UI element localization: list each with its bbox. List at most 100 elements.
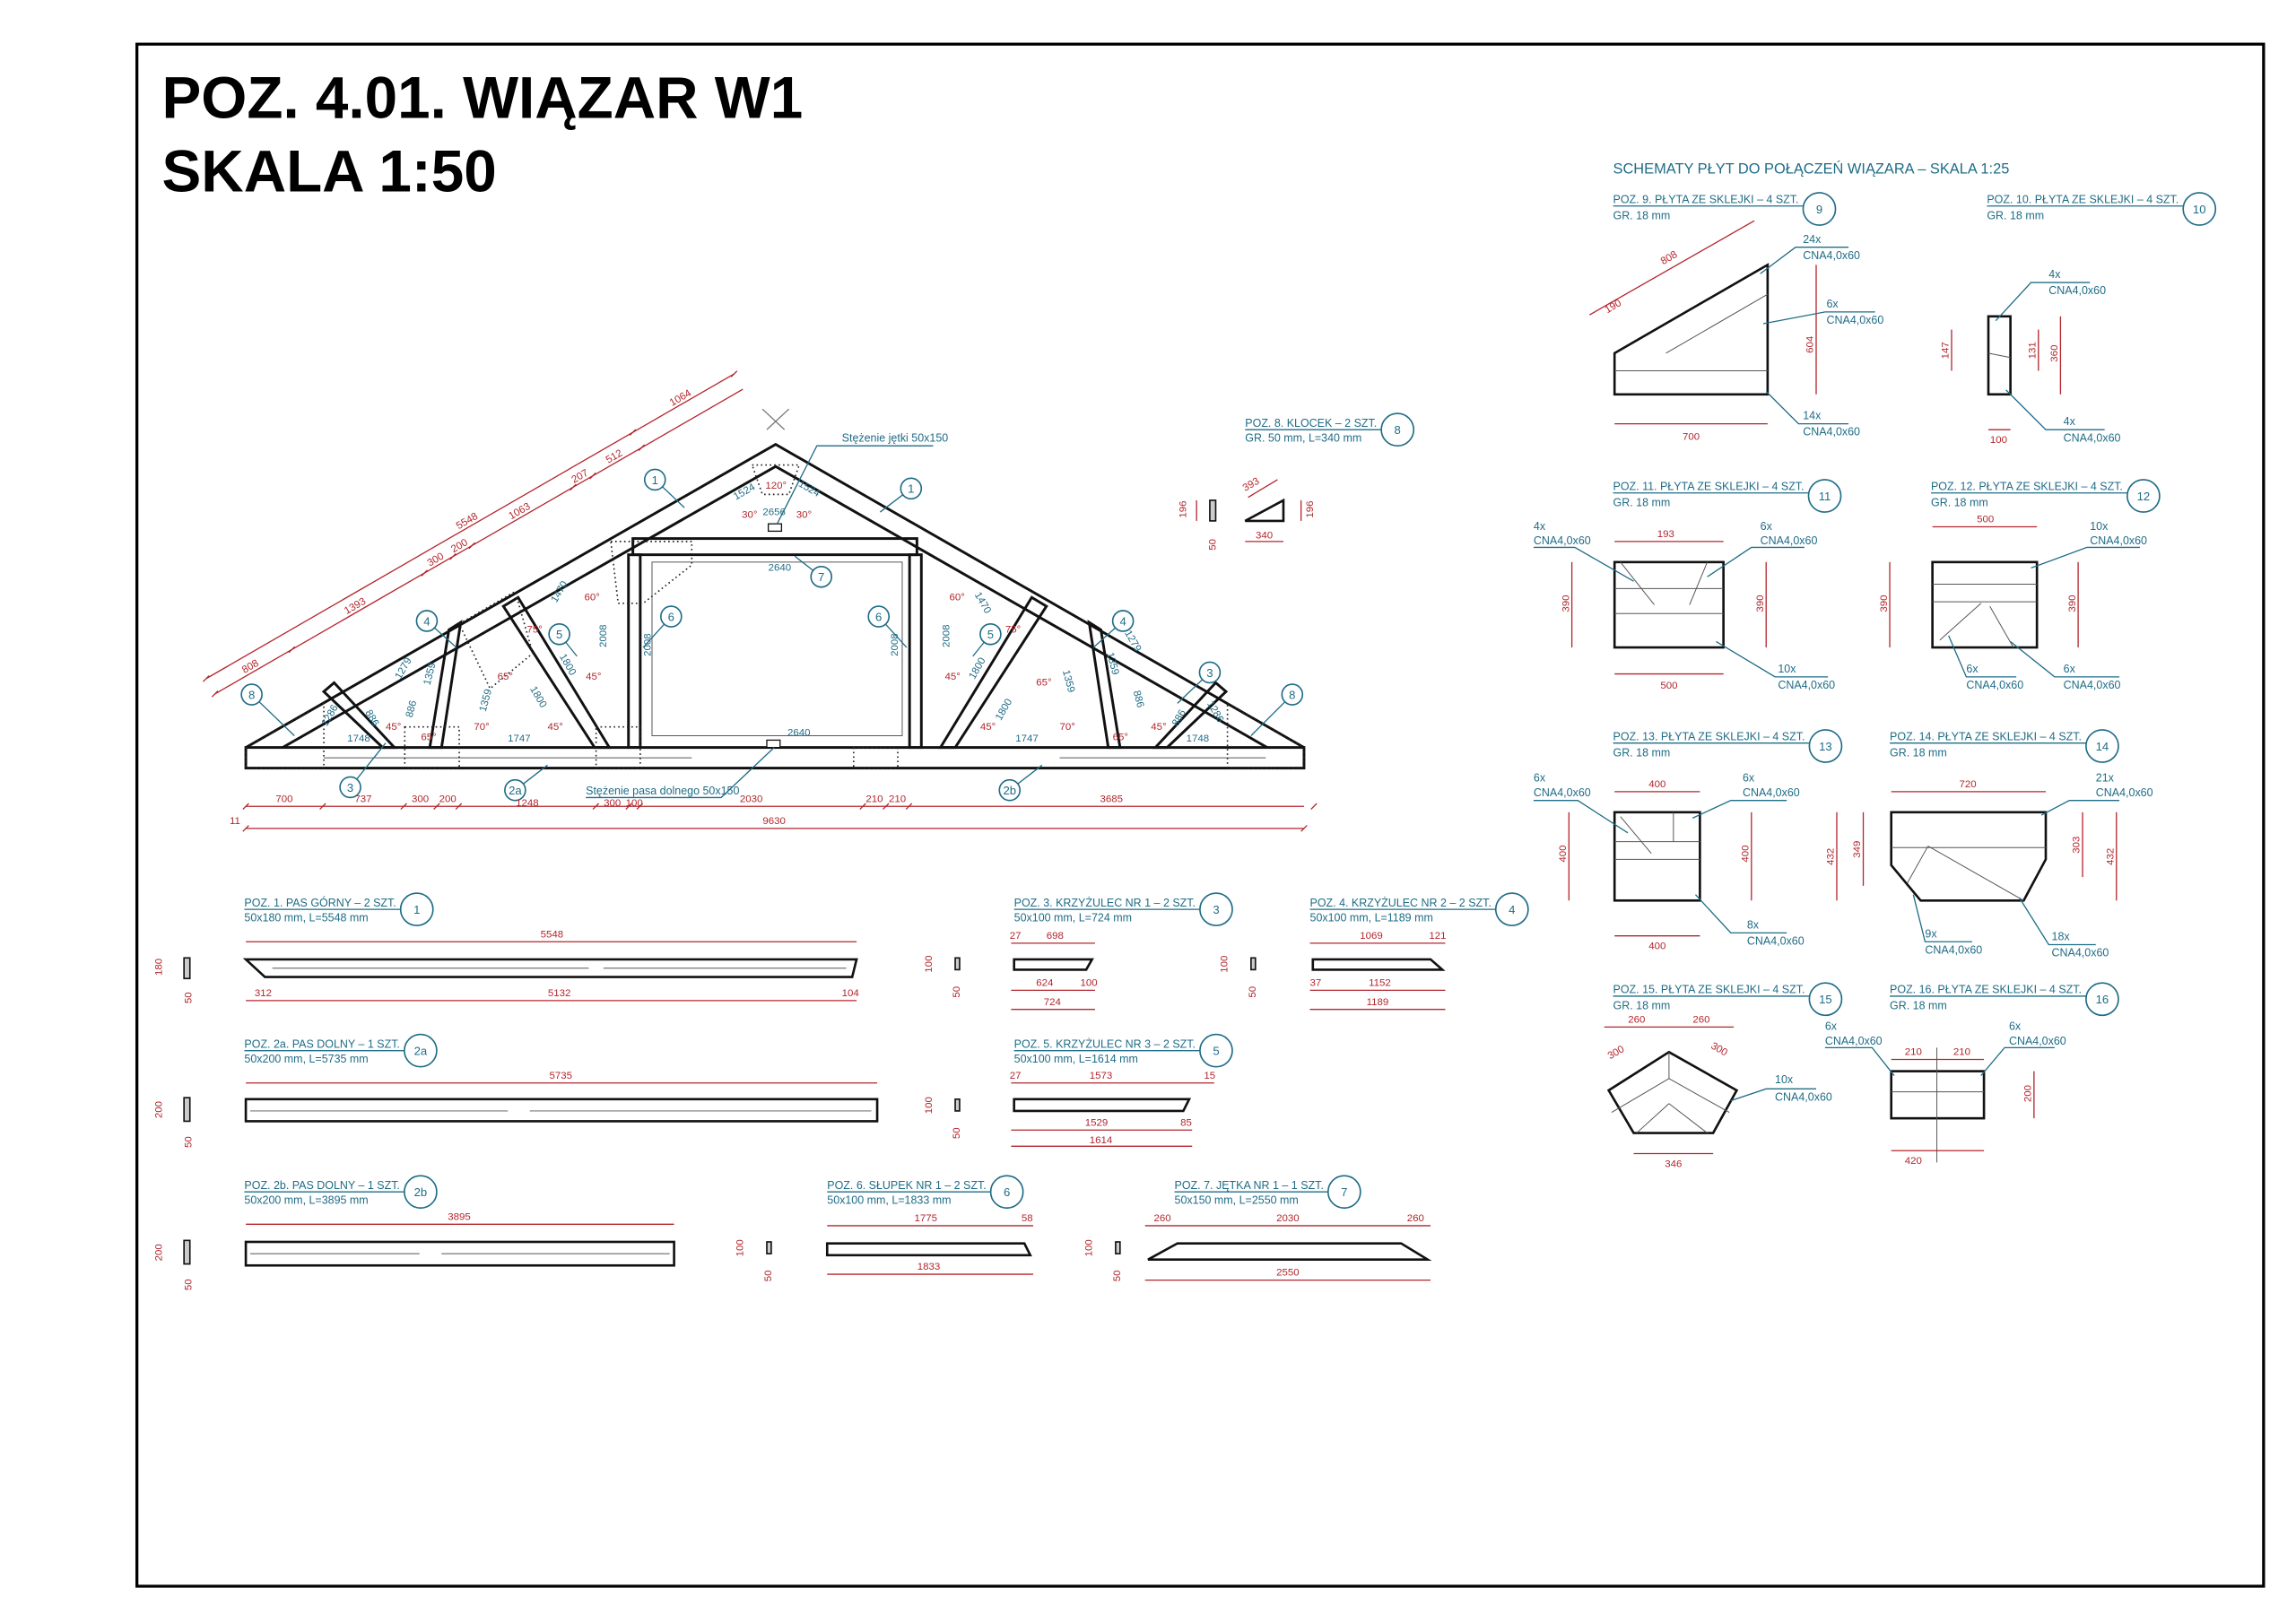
top-chord-dimension-label: 1393 <box>343 596 368 617</box>
plate-title: POZ. 9. PŁYTA ZE SKLEJKI – 4 SZT. <box>1613 193 1799 205</box>
inner-dim-right: 45° <box>945 672 961 682</box>
dimension-tick <box>288 646 296 654</box>
collar-top-length: 2656 <box>762 507 786 517</box>
plate-number: 16 <box>2096 993 2109 1006</box>
plate-header: POZ. 11. PŁYTA ZE SKLEJKI – 4 SZT.GR. 18… <box>1613 479 1842 513</box>
bracing-bottom-leader <box>586 747 775 799</box>
dim: 210 <box>1905 1047 1922 1058</box>
attic-room-outline <box>651 561 903 736</box>
dim: 720 <box>1959 779 1976 790</box>
sheet-border <box>135 42 2266 1588</box>
position-marker-label: 3 <box>347 781 353 794</box>
part-spec: 50x200 mm, L=5735 mm <box>244 1053 368 1065</box>
dim: 700 <box>1683 432 1700 443</box>
inner-dim-right: 2008 <box>941 625 952 648</box>
part-6-post: POZ. 6. SŁUPEK NR 1 – 2 SZT. 50x100 mm, … <box>735 1175 1034 1282</box>
nail-type: CNA4,0x60 <box>1761 534 1818 547</box>
inner-dim-left: 1279 <box>394 656 414 681</box>
dim: 1069 <box>1360 931 1383 942</box>
dimension-tick <box>468 542 475 550</box>
plate-number-circle <box>2085 729 2119 763</box>
bottom-dimension-label: 100 <box>626 798 643 809</box>
inner-dim-left: 1359 <box>478 688 494 713</box>
dim: 260 <box>1628 1014 1645 1025</box>
position-marker-circle <box>979 622 1002 646</box>
position-marker-circle <box>900 477 923 500</box>
strut-5-right <box>937 595 1048 750</box>
dimension-tick <box>883 803 890 811</box>
part-title: POZ. 3. KRZYŻULEC NR 1 – 2 SZT. <box>1014 897 1196 909</box>
dimension-tick <box>421 569 428 577</box>
inner-dim-left: 45° <box>586 672 601 682</box>
bracing-collar-label: Stężenie jętki 50x150 <box>842 431 949 444</box>
plate-number-circle <box>1802 192 1837 226</box>
nail-count: 4x <box>2048 268 2061 281</box>
dim: 200 <box>2023 1085 2034 1102</box>
dim: 5735 <box>549 1071 572 1081</box>
truss-inner-dimensions: 1524 120° 1524 30° 30° 2656 2640 2640 14… <box>320 479 1226 744</box>
dim: 50 <box>1112 1271 1123 1282</box>
position-circle <box>1380 412 1415 447</box>
dim: 50 <box>763 1271 774 1282</box>
dim: 432 <box>2105 848 2116 865</box>
position-number: 6 <box>1004 1185 1010 1199</box>
nail-count: 10x <box>1775 1073 1794 1086</box>
plates-section-title: SCHEMATY PŁYT DO POŁĄCZEŃ WIĄZARA – SKAL… <box>1613 161 2010 178</box>
bottom-dimension-label: 737 <box>354 794 371 804</box>
nail-count: 18x <box>2052 931 2071 943</box>
nail-count: 4x <box>2064 415 2076 428</box>
dimension-tick <box>433 803 440 811</box>
nail-count: 24x <box>1803 233 1822 246</box>
nail-type: CNA4,0x60 <box>2064 679 2121 691</box>
position-marker-label: 1 <box>652 473 658 487</box>
inner-dim-left: 886 <box>404 699 420 719</box>
dim: 1529 <box>1085 1117 1109 1128</box>
plate-number: 15 <box>1819 993 1832 1006</box>
position-marker-circle <box>1281 683 1304 706</box>
dim: 390 <box>1755 595 1766 612</box>
plate-header: POZ. 15. PŁYTA ZE SKLEJKI – 4 SZT.GR. 18… <box>1613 982 1843 1017</box>
dim: 100 <box>1081 977 1098 988</box>
dimension-tick <box>203 675 210 682</box>
collar-bracing-section <box>767 523 783 533</box>
position-marker-circle <box>1111 610 1135 632</box>
apex-angle: 30° <box>742 510 757 521</box>
plate-thickness: GR. 18 mm <box>1613 1000 1671 1012</box>
nail-count: 6x <box>1761 520 1773 533</box>
inner-dim-left: 65° <box>498 672 513 682</box>
bottom-dimension-label: 210 <box>889 794 906 804</box>
dim: 432 <box>1826 848 1837 865</box>
plate-header: POZ. 16. PŁYTA ZE SKLEJKI – 4 SZT.GR. 18… <box>1890 982 2119 1017</box>
dim: 500 <box>1660 681 1677 691</box>
part-1-top-chord: POZ. 1. PAS GÓRNY – 2 SZT. 50x180 mm, L=… <box>154 892 859 1003</box>
collar-beam <box>631 537 918 557</box>
dim: 390 <box>2067 595 2078 612</box>
inner-dim-left: 2008 <box>598 625 609 648</box>
position-marker-label: 1 <box>908 482 914 496</box>
dim: 420 <box>1905 1156 1922 1167</box>
position-circle <box>399 892 434 926</box>
position-marker-label: 4 <box>1119 614 1126 628</box>
dimension-tick <box>400 803 407 811</box>
part-8-block: POZ. 8. KLOCEK – 2 SZT. GR. 50 mm, L=340… <box>1178 412 1415 551</box>
plate-header: POZ. 9. PŁYTA ZE SKLEJKI – 4 SZT.GR. 18 … <box>1613 192 1837 226</box>
plate-number: 11 <box>1819 490 1831 503</box>
position-circle <box>404 1033 438 1068</box>
position-marker-circle <box>504 778 526 802</box>
inner-dim-left: 70° <box>474 722 489 733</box>
position-marker-circle <box>240 683 263 706</box>
position-marker-circle <box>643 468 666 491</box>
position-number: 4 <box>1509 903 1515 916</box>
inner-dim-left: 60° <box>585 593 600 603</box>
dimension-tick <box>242 803 249 811</box>
dimension-tick <box>211 690 219 698</box>
part-spec: 50x100 mm, L=1189 mm <box>1310 911 1433 924</box>
dimension-tick <box>638 444 646 452</box>
dimension-tick <box>449 552 457 560</box>
inner-dim-left: 886 <box>362 708 380 729</box>
dim: 190 <box>1603 298 1623 316</box>
inner-dim-left: 1800 <box>527 684 548 709</box>
plate-title: POZ. 16. PŁYTA ZE SKLEJKI – 4 SZT. <box>1890 984 2082 996</box>
